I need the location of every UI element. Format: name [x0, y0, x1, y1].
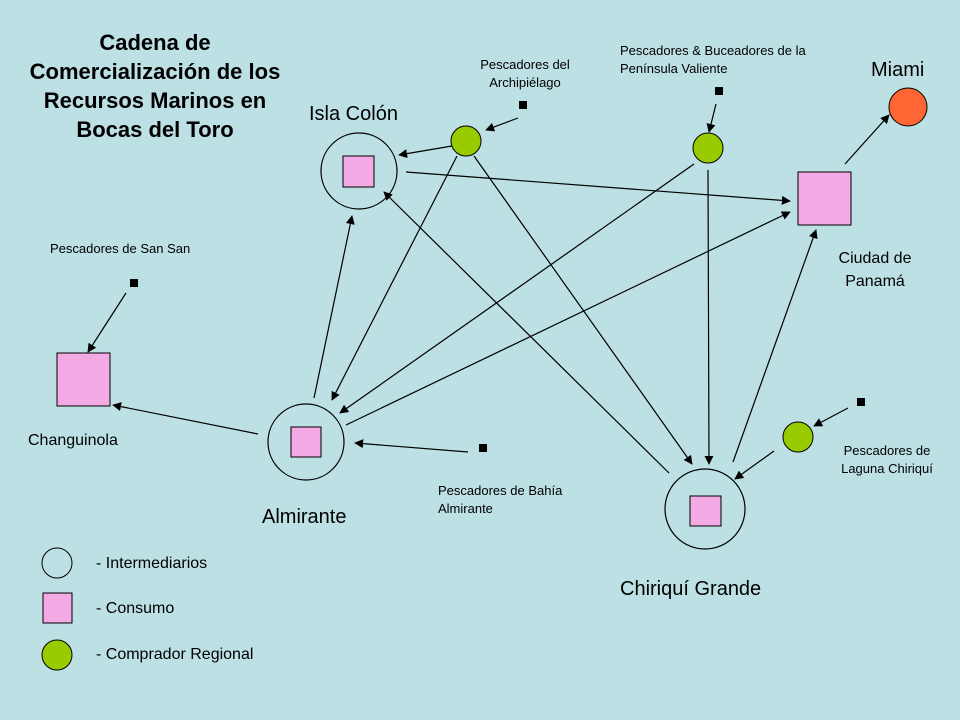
legend-regional-buyer-circle	[41, 639, 73, 671]
flow-arrows	[87, 103, 890, 480]
arrow-ciudad-panama-to-miami	[844, 114, 890, 165]
arrow-chiriqui-grande-to-isla-colon	[383, 191, 670, 474]
node-changuinola-square	[56, 352, 111, 407]
source-marker-archipielago	[519, 101, 527, 109]
legend-comprador-regional-label: - Comprador Regional	[96, 646, 254, 663]
source-marker-laguna	[857, 398, 865, 406]
label-pescadores-san-san: Pescadores de San San	[50, 241, 191, 256]
arrow-regional-laguna-to-chiriqui-grande	[734, 450, 775, 480]
arrow-chiriqui-grande-to-ciudad-panama	[732, 229, 818, 463]
label-pescadores-archipielago: Pescadores del Archipiélago	[480, 57, 570, 90]
source-marker-bahia-almirante	[479, 444, 487, 452]
arrow-san-san-to-changuinola	[87, 292, 127, 353]
regional-buyer-laguna	[782, 421, 814, 453]
label-isla-colon: Isla Colón	[309, 103, 398, 125]
arrow-archipielago-to-regional-buyer	[485, 117, 519, 132]
arrow-laguna-to-regional-buyer	[813, 407, 849, 427]
node-almirante	[267, 403, 345, 481]
source-marker-peninsula	[715, 87, 723, 95]
arrow-regional-archipielago-to-chiriqui-grande	[473, 155, 693, 465]
intermediary-circle	[664, 468, 746, 550]
legend-intermediarios-label: - Intermediarios	[96, 555, 208, 572]
intermediary-circle	[320, 132, 398, 210]
arrow-regional-archipielago-to-isla-colon	[398, 145, 453, 159]
label-miami: Miami	[871, 59, 925, 81]
label-changuinola: Changuinola	[28, 432, 118, 449]
consumption-square	[290, 426, 322, 458]
regional-buyer-archipielago	[450, 125, 482, 157]
arrow-bahia-almirante-to-almirante	[354, 439, 469, 453]
node-chiriqui-grande	[664, 468, 746, 550]
node-isla-colon	[320, 132, 398, 210]
intermediary-circle	[267, 403, 345, 481]
label-chiriqui-grande: Chiriquí Grande	[620, 578, 762, 600]
arrow-almirante-to-ciudad-panama	[345, 211, 791, 426]
label-pescadores-bahia-almirante: Pescadores de Bahía Almirante	[438, 483, 563, 516]
legend-consumption-square	[42, 592, 73, 624]
source-marker-san-san	[130, 279, 138, 287]
arrow-isla-colon-to-ciudad-panama	[405, 171, 791, 205]
node-ciudad-panama-square	[797, 171, 852, 226]
consumption-square	[689, 495, 722, 527]
arrow-almirante-to-isla-colon	[313, 215, 355, 399]
arrow-regional-archipielago-to-almirante	[331, 155, 458, 401]
arrow-regional-peninsula-to-almirante	[339, 163, 695, 414]
diagram-title: Cadena de Comercialización de los Recurs…	[29, 30, 281, 142]
consumption-square	[342, 155, 375, 188]
arrow-peninsula-to-regional-buyer	[706, 103, 717, 133]
label-ciudad-panama: Ciudad de Panamá	[838, 250, 912, 290]
legend-intermediary-circle	[41, 547, 73, 579]
arrow-almirante-to-changuinola	[112, 402, 259, 435]
regional-buyer-peninsula	[692, 132, 724, 164]
label-almirante: Almirante	[262, 506, 347, 528]
label-pescadores-laguna: Pescadores de Laguna Chiriquí	[841, 443, 933, 476]
legend-consumo-label: - Consumo	[96, 600, 175, 617]
arrow-regional-peninsula-to-chiriqui-grande	[704, 169, 714, 465]
node-miami-circle	[888, 87, 928, 127]
label-pescadores-peninsula: Pescadores & Buceadores de la Península …	[620, 43, 806, 76]
